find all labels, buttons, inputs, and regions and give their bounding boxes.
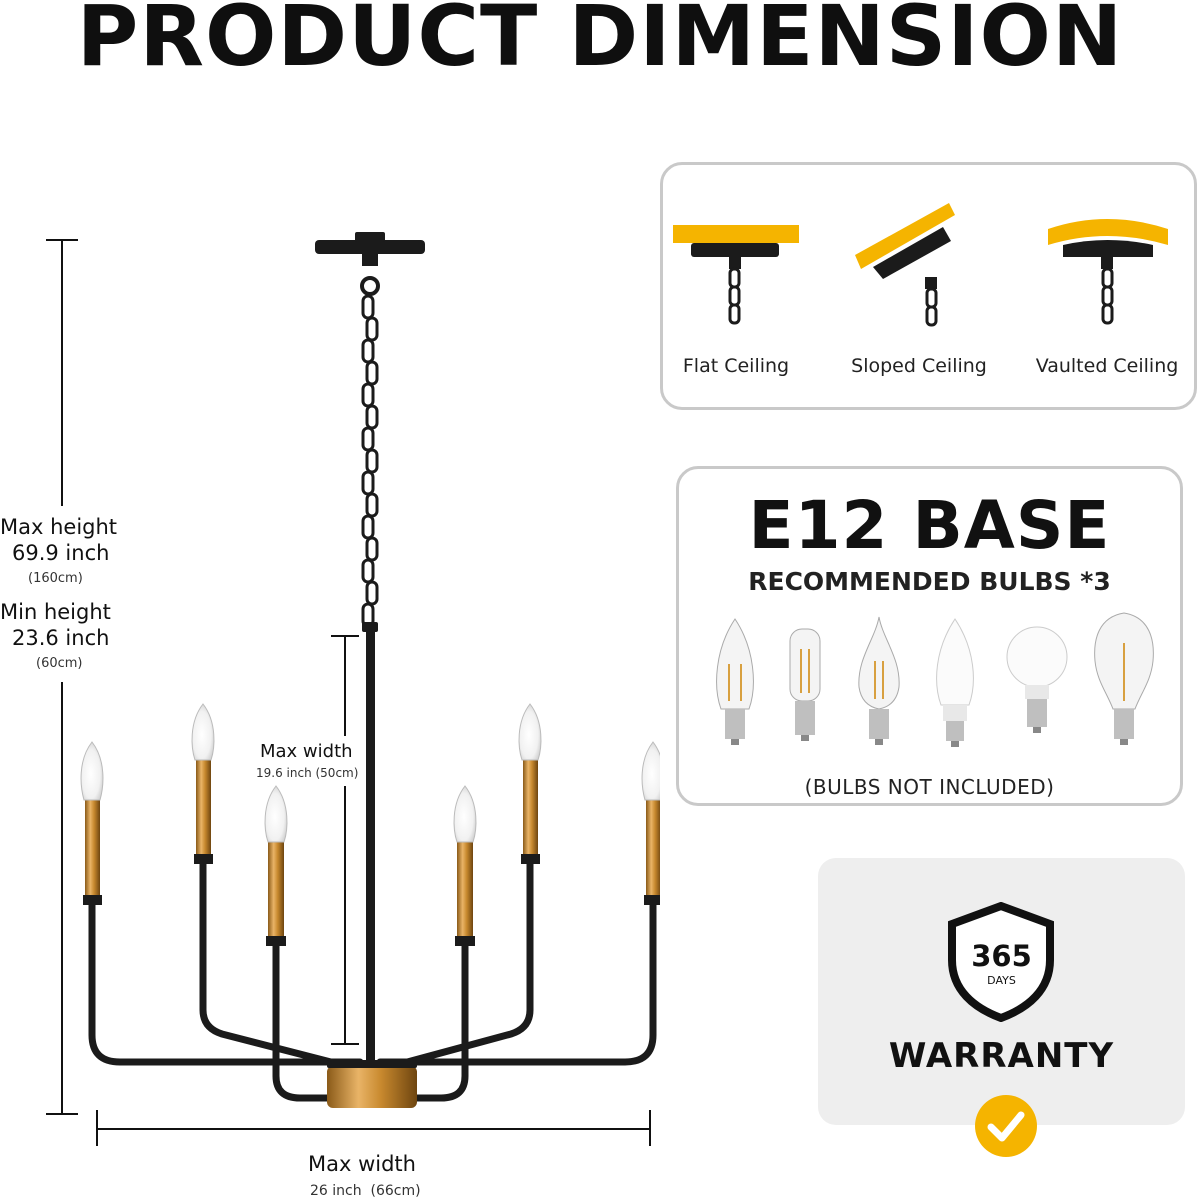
globe-led-bulb-icon (1006, 626, 1068, 733)
warranty-label: WARRANTY (888, 1036, 1115, 1076)
flat-ceiling-icon (673, 225, 799, 325)
candle-led-bulb-icon (936, 618, 974, 747)
height-dimension-line (46, 239, 78, 1115)
sloped-ceiling-label: Sloped Ceiling (851, 355, 987, 377)
shield-icon (948, 902, 1054, 1022)
inner-width-dimension-line (331, 635, 359, 1045)
sloped-ceiling-icon (855, 203, 955, 327)
inner-width-label: Max width (260, 741, 353, 762)
edison-filament-bulb-icon (1094, 612, 1154, 745)
warranty-days-label: DAYS (987, 974, 1016, 987)
chandelier-illustration (46, 232, 660, 1146)
center-rod (366, 624, 375, 1064)
outer-width-dimension-line (96, 1110, 651, 1146)
tubular-filament-bulb-icon (789, 628, 821, 741)
min-height-label: Min height (0, 600, 111, 624)
candle-filament-bulb-icon (716, 618, 754, 745)
outer-width-value: 26 inch (66cm) (310, 1183, 421, 1199)
canopy (315, 232, 425, 296)
max-height-label: Max height (0, 515, 118, 539)
min-height-cm: (60cm) (36, 656, 83, 671)
brass-hub (327, 1066, 417, 1108)
chain (361, 294, 379, 628)
page-title: PRODUCT DIMENSION (76, 0, 1124, 85)
warranty-panel: 365 DAYS WARRANTY (818, 858, 1185, 1157)
recommended-bulbs-label: RECOMMENDED BULBS *3 (748, 567, 1111, 596)
inner-width-value: 19.6 inch (50cm) (256, 766, 359, 780)
candle-holders (80, 703, 660, 946)
warranty-days-number: 365 (971, 939, 1032, 973)
checkmark-icon (975, 1095, 1037, 1157)
bulb-info-panel: E12 BASE RECOMMENDED BULBS *3 (676, 466, 1183, 806)
min-height-inch: 23.6 inch (12, 626, 110, 650)
max-height-inch: 69.9 inch (12, 541, 110, 565)
vaulted-ceiling-icon (1048, 219, 1168, 325)
max-height-cm: (160cm) (28, 571, 83, 586)
ceiling-icons (673, 203, 1168, 327)
e12-base-heading: E12 BASE (748, 487, 1111, 564)
bulbs-not-included-note: (BULBS NOT INCLUDED) (804, 775, 1055, 799)
ceiling-types-panel: Flat Ceiling Sloped Ceiling Vaulted Ceil… (660, 162, 1197, 410)
vaulted-ceiling-label: Vaulted Ceiling (1035, 355, 1179, 377)
bulb-types-row (716, 612, 1154, 747)
flame-tip-bulb-icon (858, 616, 900, 745)
outer-width-label: Max width (308, 1152, 416, 1176)
flat-ceiling-label: Flat Ceiling (682, 355, 790, 377)
arms (88, 858, 657, 1102)
